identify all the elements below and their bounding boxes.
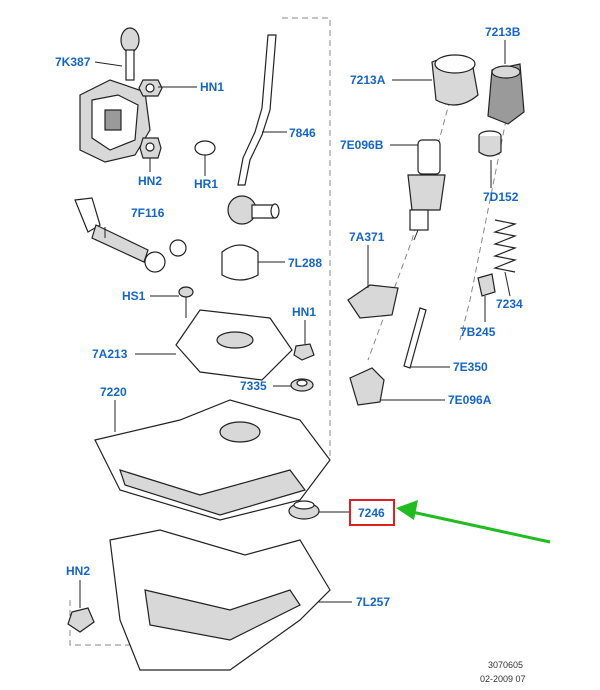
guide-line-top <box>282 17 331 460</box>
label-7e096a: 7E096A <box>448 393 492 407</box>
label-hr1: HR1 <box>194 177 218 191</box>
label-7e350: 7E350 <box>453 360 488 374</box>
highlight-arrow <box>411 510 551 544</box>
label-hn1-top: HN1 <box>200 80 224 94</box>
label-7220: 7220 <box>100 385 127 399</box>
label-7l257: 7L257 <box>356 595 390 609</box>
label-7213b: 7213B <box>485 25 521 39</box>
spring-drawing <box>492 219 518 273</box>
nut-hn2-top-drawing <box>139 137 162 159</box>
lower-sleeve-drawing <box>349 367 385 406</box>
label-7e096b: 7E096B <box>340 138 384 152</box>
label-hn2-bottom: HN2 <box>66 564 90 578</box>
cap-drawing <box>477 273 496 297</box>
o-ring-hr1-drawing <box>194 140 216 156</box>
bracket-drawing <box>347 284 399 319</box>
label-7k387: 7K387 <box>55 55 91 69</box>
clip-drawing <box>221 244 259 281</box>
nut-hn1-top-drawing <box>138 79 163 97</box>
reference-number: 3070605 <box>488 660 523 670</box>
nut-hn1-mid-drawing <box>293 343 315 361</box>
grommet-7246-drawing <box>288 500 320 520</box>
link-rod-drawing <box>403 307 427 369</box>
housing-plate-drawing <box>175 309 293 381</box>
selector-link-drawing <box>74 197 187 273</box>
gear-knob-alt-drawing <box>487 63 525 125</box>
guide-line-knob <box>367 99 451 361</box>
bushing-drawing <box>478 130 502 157</box>
label-7234: 7234 <box>496 297 523 311</box>
label-7246: 7246 <box>358 506 385 520</box>
gear-lever-rod-drawing <box>227 34 280 225</box>
grommet-drawing <box>290 378 314 392</box>
label-7l288: 7L288 <box>288 256 322 270</box>
label-7a371: 7A371 <box>349 230 385 244</box>
mounting-bracket-drawing <box>109 529 331 671</box>
label-hs1: HS1 <box>122 289 146 303</box>
leader-lines <box>79 40 511 608</box>
date-code: 02-2009 07 <box>480 674 526 684</box>
label-hn1-mid: HN1 <box>292 305 316 319</box>
gear-shifter-assembly-drawing <box>79 27 151 163</box>
label-7213a: 7213A <box>350 73 386 87</box>
highlight-arrowhead <box>396 500 418 520</box>
label-7335: 7335 <box>240 379 267 393</box>
gear-knob-drawing <box>431 54 479 106</box>
label-7d152: 7D152 <box>483 190 519 204</box>
nut-hn2-bottom-drawing <box>67 607 95 633</box>
label-7f116: 7F116 <box>131 206 165 220</box>
guide-line-bottom <box>69 600 150 646</box>
gear-shift-housing-drawing <box>94 399 331 521</box>
highlight-box <box>349 499 395 526</box>
label-7a213: 7A213 <box>92 347 128 361</box>
label-hn2-top: HN2 <box>138 174 162 188</box>
lever-sleeve-drawing <box>407 139 446 241</box>
guide-line-right <box>459 99 511 341</box>
screw-hs1-drawing <box>178 286 194 318</box>
label-7b245: 7B245 <box>460 325 496 339</box>
label-7846: 7846 <box>289 126 316 140</box>
